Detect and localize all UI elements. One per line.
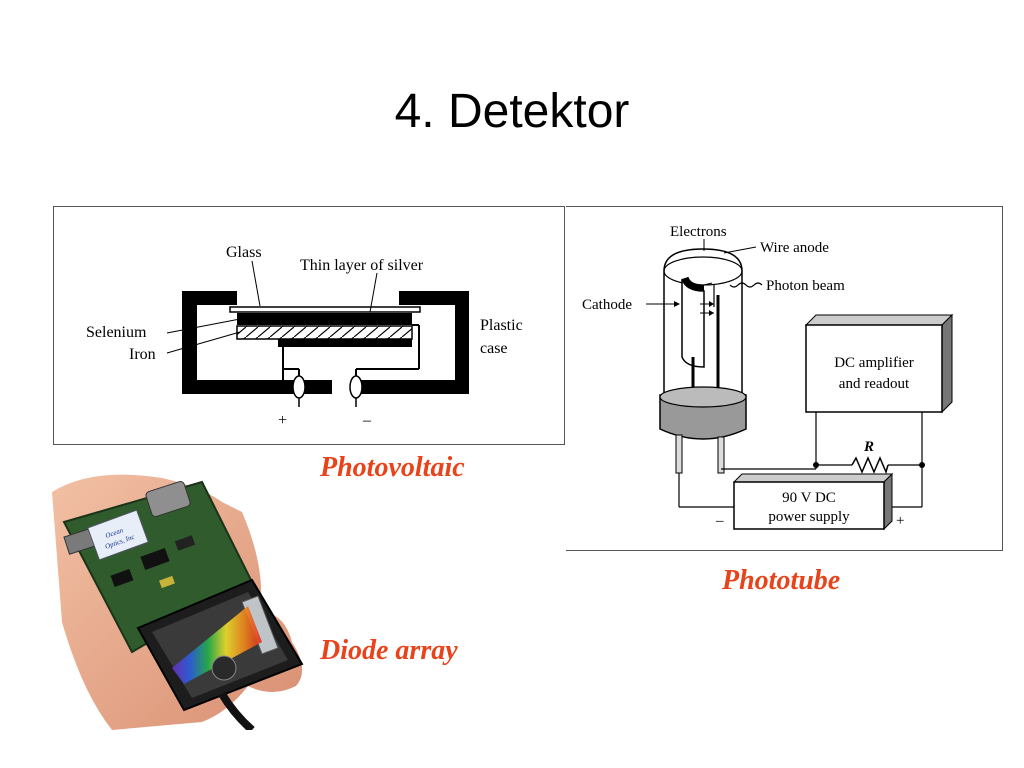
selenium-layer <box>237 316 412 325</box>
iron-layer <box>236 325 413 340</box>
label-silver: Thin layer of silver <box>300 257 424 274</box>
glass-tube <box>663 248 743 395</box>
caption-diode-array: Diode array <box>320 635 458 666</box>
plastic-case <box>182 291 332 394</box>
diode-array-photo: Ocean Optics, Inc <box>52 472 312 733</box>
caption-phototube: Phototube <box>722 565 841 596</box>
cathode <box>682 277 704 291</box>
caption-photovoltaic: Photovoltaic <box>320 452 465 483</box>
phototube-drawing: Electrons Wire anode Photon beam Cathode… <box>582 224 954 531</box>
plastic-case-right <box>359 291 469 394</box>
label-wire-anode: Wire anode <box>760 240 829 256</box>
terminal-plus <box>292 375 306 399</box>
label-cathode: Cathode <box>582 297 632 313</box>
label-plastic: Plastic <box>480 317 523 334</box>
photovoltaic-diagram: Glass Thin layer of silver Selenium Iron… <box>53 206 565 445</box>
label-iron: Iron <box>129 346 156 363</box>
label-resistor: R <box>863 439 874 455</box>
label-amp-line2: and readout <box>839 376 910 392</box>
slide-title: 4. Detektor <box>394 85 630 138</box>
label-plus: + <box>278 412 287 429</box>
label-selenium: Selenium <box>86 324 147 341</box>
photon-beam <box>729 282 763 288</box>
phototube-diagram: Electrons Wire anode Photon beam Cathode… <box>566 206 1003 551</box>
label-electrons: Electrons <box>670 224 727 240</box>
spectrum <box>172 606 262 684</box>
label-photon-beam: Photon beam <box>766 278 845 294</box>
label-minus: – <box>362 412 372 429</box>
label-ps-line1: 90 V DC <box>782 490 836 506</box>
glass-layer <box>229 306 421 313</box>
label-case: case <box>480 340 508 357</box>
terminal-minus <box>349 375 363 399</box>
label-ps-plus: + <box>896 513 904 529</box>
photovoltaic-drawing: Glass Thin layer of silver Selenium Iron… <box>86 244 523 429</box>
label-ps-line2: power supply <box>768 509 850 525</box>
resistor <box>851 456 889 475</box>
dc-amplifier-box <box>805 324 943 413</box>
label-ps-minus: – <box>715 513 724 529</box>
label-amp-line1: DC amplifier <box>834 355 914 371</box>
label-glass: Glass <box>226 244 262 261</box>
silver-layer <box>237 313 412 316</box>
logo-label <box>87 509 149 561</box>
contact-bar <box>278 339 412 347</box>
power-supply-box <box>733 481 885 530</box>
